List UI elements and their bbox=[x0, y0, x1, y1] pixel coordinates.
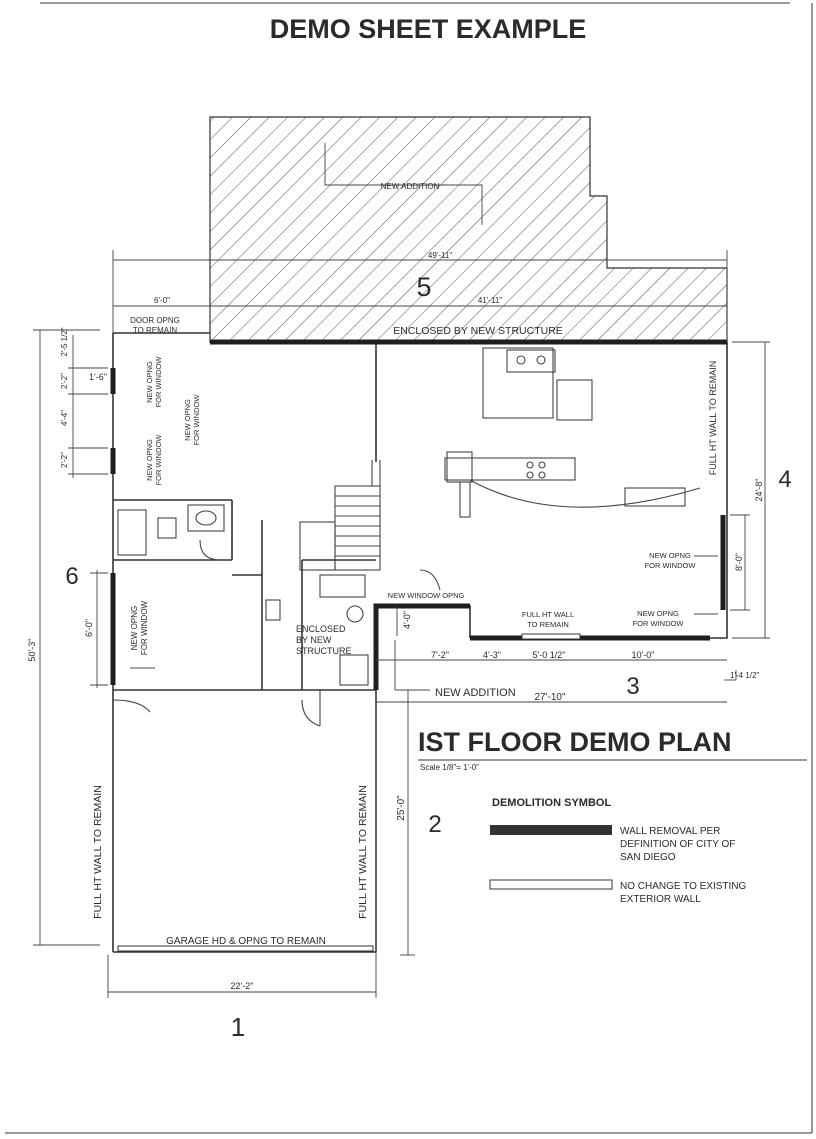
label-for-window-right-b: FOR WINDOW bbox=[633, 619, 685, 628]
legend-nochange-2: EXTERIOR WALL bbox=[620, 894, 701, 905]
dim-4-0: 4'-0" bbox=[402, 611, 412, 629]
dim-41-11: 41'-11" bbox=[478, 296, 502, 305]
elevation-markers: 5 4 6 3 2 1 bbox=[65, 272, 791, 1042]
label-new-opng-left-d: NEW OPNG bbox=[130, 606, 139, 650]
dim-6-0-top: 6'-0" bbox=[154, 296, 170, 305]
elevation-1: 1 bbox=[231, 1012, 245, 1042]
label-new-opng-left-c: NEW OPNG bbox=[145, 439, 154, 481]
label-for-window-left-a: FOR WINDOW bbox=[154, 356, 163, 408]
dimension-labels: 49'-11" 6'-0" 41'-11" 2'-5 1/2" 2'-2" 4'… bbox=[27, 251, 764, 991]
sheet-border bbox=[5, 2, 813, 1134]
label-garage-left-wall: FULL HT WALL TO REMAIN bbox=[92, 785, 104, 919]
dim-6-0-left: 6'-0" bbox=[84, 619, 94, 637]
label-full-ht-wall-mid-2: TO REMAIN bbox=[527, 620, 569, 629]
elevation-6: 6 bbox=[65, 563, 78, 590]
label-for-window-left-b: FOR WINDOW bbox=[192, 394, 201, 446]
plan-scale: Scale 1/8"= 1'-0" bbox=[420, 763, 479, 772]
label-door-opng-1: DOOR OPNG bbox=[130, 316, 180, 325]
label-new-opng-right-b: NEW OPNG bbox=[637, 609, 679, 618]
label-enclosed-2: BY NEW bbox=[296, 635, 332, 645]
dim-2-2-b: 2'-2" bbox=[60, 452, 69, 468]
label-for-window-right-a: FOR WINDOW bbox=[645, 561, 697, 570]
dim-4-4: 4'-4" bbox=[60, 410, 69, 426]
label-enclosed-by-new-structure: ENCLOSED BY NEW STRUCTURE bbox=[393, 325, 563, 337]
dim-7-2: 7'-2" bbox=[431, 650, 449, 660]
dim-2-5-half: 2'-5 1/2" bbox=[60, 327, 69, 356]
legend-nochange-1: NO CHANGE TO EXISTING bbox=[620, 881, 747, 892]
label-new-opng-right-a: NEW OPNG bbox=[649, 551, 691, 560]
dim-24-8: 24'-8" bbox=[754, 479, 764, 502]
label-full-ht-wall-right: FULL HT WALL TO REMAIN bbox=[708, 361, 718, 476]
dim-2-2-a: 2'-2" bbox=[60, 373, 69, 389]
dim-50-3: 50'-3" bbox=[27, 639, 37, 662]
label-for-window-left-d: FOR WINDOW bbox=[140, 600, 149, 655]
label-for-window-left-c: FOR WINDOW bbox=[154, 434, 163, 486]
label-new-window-opng: NEW WINDOW OPNG bbox=[388, 591, 465, 600]
legend: DEMOLITION SYMBOL WALL REMOVAL PER DEFIN… bbox=[489, 797, 747, 905]
elevation-3: 3 bbox=[626, 673, 639, 700]
plan-labels: NEW ADDITION ENCLOSED BY NEW STRUCTURE D… bbox=[92, 182, 718, 947]
legend-heading: DEMOLITION SYMBOL bbox=[492, 797, 611, 809]
no-change-walls bbox=[117, 633, 581, 952]
dim-10-0: 10'-0" bbox=[632, 650, 655, 660]
label-new-addition-top: NEW ADDITION bbox=[381, 182, 440, 191]
sheet-title: DEMO SHEET EXAMPLE bbox=[270, 14, 587, 44]
wall-removal-lines[interactable] bbox=[110, 339, 727, 690]
elevation-5: 5 bbox=[416, 272, 431, 302]
plan-title: IST FLOOR DEMO PLAN bbox=[418, 727, 732, 757]
legend-removal-3: SAN DIEGO bbox=[620, 852, 676, 863]
label-enclosed-3: STRUCTURE bbox=[296, 646, 352, 656]
fixtures bbox=[112, 347, 701, 727]
label-new-opng-left-b: NEW OPNG bbox=[183, 399, 192, 441]
dim-25-0: 25'-0" bbox=[396, 795, 407, 821]
dim-4-3: 4'-3" bbox=[483, 650, 501, 660]
label-full-ht-wall-mid-1: FULL HT WALL bbox=[522, 610, 574, 619]
dimension-lines bbox=[33, 143, 770, 998]
elevation-4: 4 bbox=[778, 466, 791, 493]
dim-1-6: 1'-6" bbox=[89, 372, 107, 382]
label-enclosed-1: ENCLOSED bbox=[296, 624, 346, 634]
dim-1-4-half: 1'-4 1/2" bbox=[730, 671, 759, 680]
dim-49-11: 49'-11" bbox=[428, 251, 452, 260]
dim-8-0: 8'-0" bbox=[734, 553, 744, 571]
dim-22-2: 22'-2" bbox=[231, 981, 254, 991]
label-garage-right-wall: FULL HT WALL TO REMAIN bbox=[357, 785, 369, 919]
label-new-addition-bottom: NEW ADDITION bbox=[435, 687, 516, 699]
elevation-2: 2 bbox=[428, 811, 441, 838]
legend-nochange-swatch bbox=[489, 879, 613, 890]
legend-removal-1: WALL REMOVAL PER bbox=[620, 826, 720, 837]
legend-removal-2: DEFINITION OF CITY OF bbox=[620, 839, 735, 850]
dim-5-0-half: 5'-0 1/2" bbox=[533, 650, 566, 660]
new-addition-hatch bbox=[209, 116, 728, 343]
label-garage-door: GARAGE HD & OPNG TO REMAIN bbox=[166, 936, 326, 947]
label-door-opng-2: TO REMAIN bbox=[133, 326, 178, 335]
legend-removal-swatch bbox=[490, 825, 612, 835]
label-new-opng-left-a: NEW OPNG bbox=[145, 361, 154, 403]
dim-27-10: 27'-10" bbox=[534, 692, 565, 703]
